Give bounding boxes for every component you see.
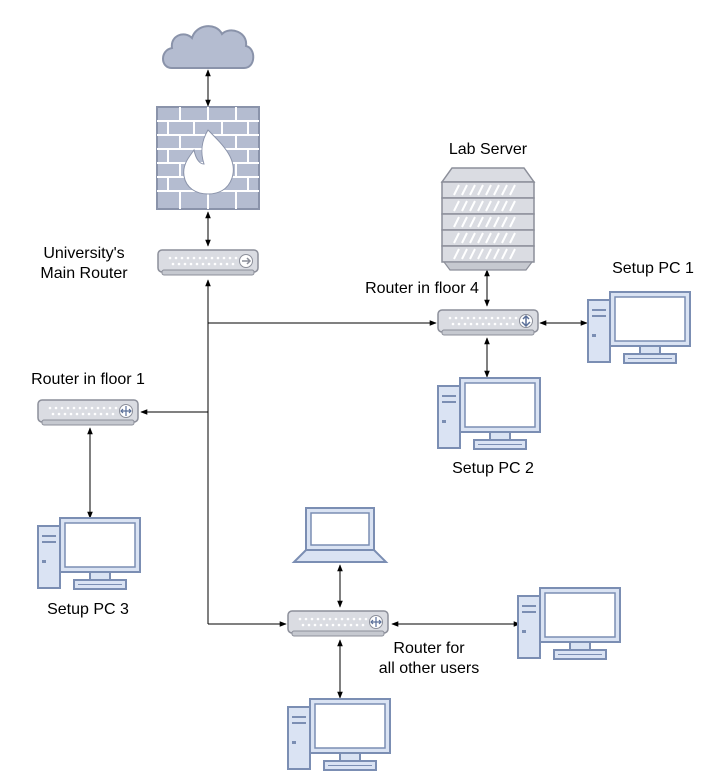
router-floor1-label: Router in floor 1 (31, 371, 145, 388)
router-floor4 (437, 309, 539, 336)
router-other-label-line1: Router for (393, 640, 465, 657)
cloud-icon (162, 25, 255, 69)
desktop-pc-icon (517, 587, 621, 660)
main-router (157, 249, 259, 276)
lab-server-label: Lab Server (449, 141, 528, 158)
firewall-icon (156, 106, 260, 210)
desktop-pc-icon (437, 377, 541, 450)
router-floor4-label: Router in floor 4 (365, 280, 479, 297)
desktop-pc-icon (287, 698, 391, 771)
router-floor1 (37, 399, 139, 426)
connections (87, 69, 588, 699)
router-other-users (287, 610, 389, 637)
setup-pc2-label: Setup PC 2 (452, 460, 534, 477)
laptop-icon (291, 507, 389, 563)
main-router-label-line2: Main Router (40, 265, 128, 282)
desktop-pc-icon (37, 517, 141, 590)
setup-pc1-label: Setup PC 1 (612, 260, 694, 277)
setup-pc3-label: Setup PC 3 (47, 601, 129, 618)
server-icon (440, 167, 536, 271)
desktop-pc-icon (587, 291, 691, 364)
main-router-label-line1: University's (43, 245, 124, 262)
router-other-label-line2: all other users (379, 660, 480, 677)
